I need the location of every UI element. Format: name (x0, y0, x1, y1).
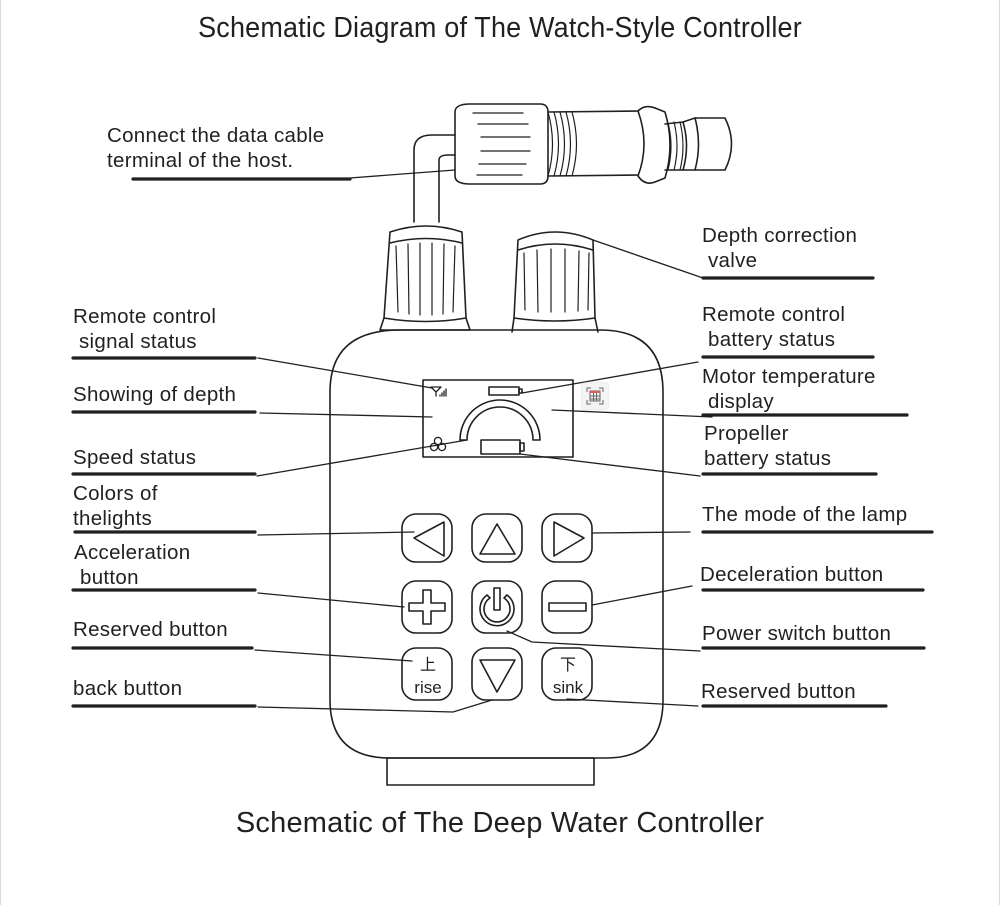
depth-correction-valve-knob (511, 231, 599, 333)
diagram-title: Schematic Diagram of The Watch-Style Con… (198, 12, 802, 44)
signal-bars-icon (430, 386, 447, 397)
label-power-switch-button: Power switch button (702, 622, 892, 645)
power-switch-button[interactable] (471, 580, 523, 634)
label-reserved-button-left: Reserved button (73, 618, 228, 641)
remote-battery-icon (488, 386, 523, 396)
rise-button[interactable] (401, 647, 453, 701)
acceleration-button[interactable] (401, 580, 453, 634)
sink-text: sink (553, 678, 584, 697)
label-showing-depth: Showing of depth (73, 383, 237, 406)
label-underlines (71, 177, 934, 708)
label-remote-signal-status: Remote control signal status (73, 305, 217, 353)
power-icon (479, 587, 515, 627)
table-scan-icon[interactable] (582, 383, 608, 409)
minus-icon (548, 602, 587, 612)
label-propeller-battery: Propeller battery status (704, 422, 832, 470)
triangle-down-icon (479, 659, 516, 693)
label-back-button: back button (73, 677, 183, 700)
label-depth-correction-valve: Depth correction valve (702, 224, 858, 272)
up-button[interactable] (471, 513, 523, 563)
sink-button[interactable] (541, 647, 593, 701)
lcd-display (422, 379, 574, 458)
leader-lines (254, 169, 713, 713)
depth-arc-gauge-icon (459, 399, 541, 441)
sink-glyph: 下 (560, 655, 576, 674)
label-deceleration-button: Deceleration button (700, 563, 884, 586)
plus-icon (408, 589, 446, 625)
cable-port-knob (379, 225, 471, 331)
label-speed-status: Speed status (73, 446, 197, 469)
lamp-color-button[interactable] (401, 513, 453, 563)
triangle-up-icon (479, 523, 516, 555)
lamp-mode-button[interactable] (541, 513, 593, 563)
controller-body (329, 329, 664, 759)
triangle-left-icon (413, 521, 445, 557)
controller-base (386, 757, 595, 786)
controller-caption: Schematic of The Deep Water Controller (235, 807, 765, 839)
label-colors-of-lights: Colors of thelights (73, 482, 158, 530)
deceleration-button[interactable] (541, 580, 593, 634)
label-reserved-button-right: Reserved button (701, 680, 856, 703)
label-remote-battery-status: Remote control battery status (702, 303, 846, 351)
propeller-battery-icon (480, 439, 525, 455)
label-lamp-mode: The mode of the lamp (702, 503, 908, 526)
rise-text: rise (414, 678, 441, 697)
back-button[interactable] (471, 647, 523, 701)
label-data-cable: Connect the data cable terminal of the h… (107, 124, 325, 172)
data-cable-connector (413, 103, 733, 223)
label-acceleration-button: Acceleration button (74, 541, 191, 589)
triangle-right-icon (553, 521, 585, 557)
label-motor-temperature: Motor temperature display (702, 365, 876, 413)
rise-glyph: 上 (420, 655, 436, 674)
